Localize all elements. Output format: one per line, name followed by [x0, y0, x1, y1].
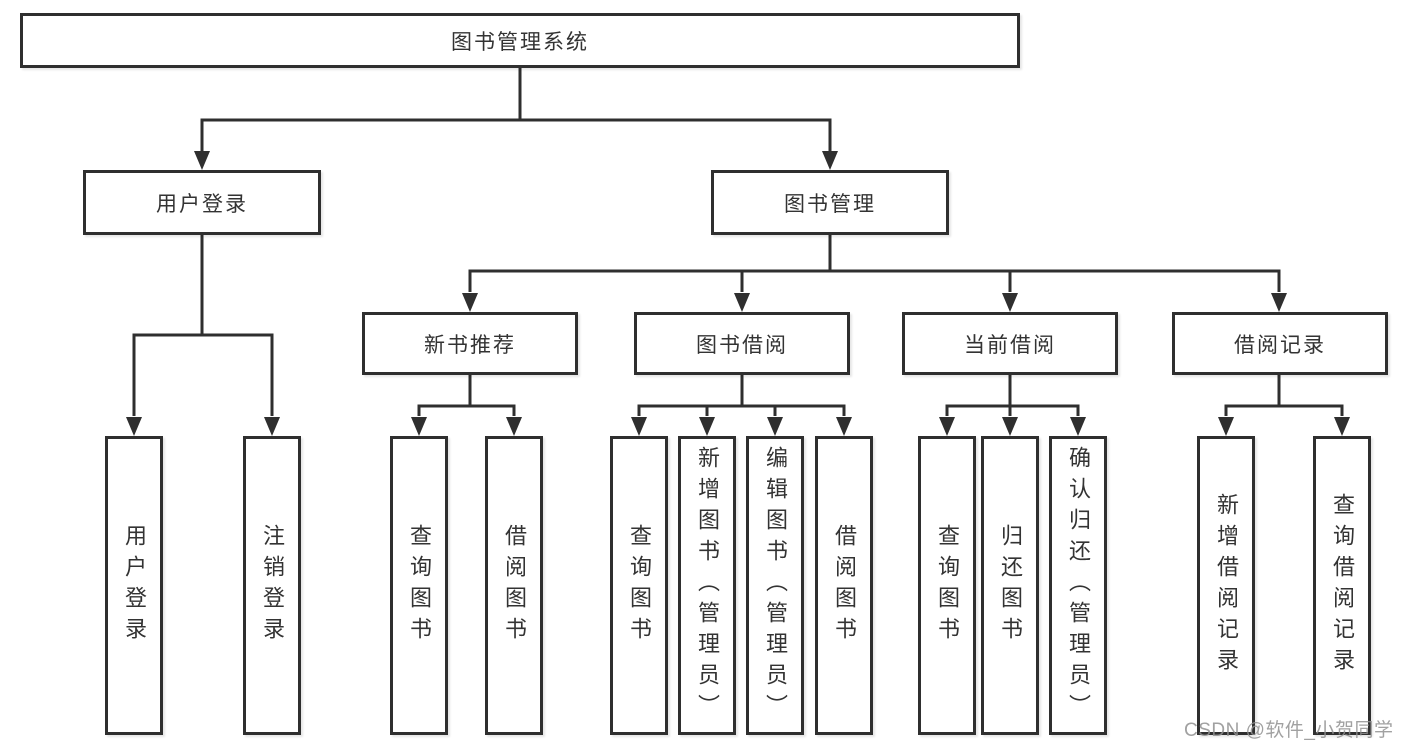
leaf-query-books-recommend-label: 查询图书 — [407, 523, 432, 648]
node-book-borrow: 图书借阅 — [634, 312, 850, 375]
leaf-logout: 注销登录 — [243, 436, 301, 735]
node-user-login-label: 用户登录 — [156, 192, 248, 216]
node-user-login: 用户登录 — [83, 170, 321, 235]
leaf-borrow-books-recommend: 借阅图书 — [485, 436, 543, 735]
leaf-return-books-label: 归还图书 — [998, 523, 1023, 648]
node-new-book-recommend: 新书推荐 — [362, 312, 578, 375]
node-new-book-recommend-label: 新书推荐 — [424, 333, 516, 357]
leaf-logout-label: 注销登录 — [260, 523, 285, 648]
node-current-borrow-label: 当前借阅 — [964, 333, 1056, 357]
leaf-query-borrow-record: 查询借阅记录 — [1313, 436, 1371, 735]
node-root: 图书管理系统 — [20, 13, 1020, 68]
leaf-edit-books-admin: 编辑图书（管理员） — [746, 436, 804, 735]
leaf-query-books-current-label: 查询图书 — [935, 523, 960, 648]
node-book-management: 图书管理 — [711, 170, 949, 235]
node-borrow-records: 借阅记录 — [1172, 312, 1388, 375]
csdn-watermark: CSDN @软件_小贺同学 — [1184, 720, 1394, 741]
node-book-management-label: 图书管理 — [784, 192, 876, 216]
leaf-add-borrow-record-label: 新增借阅记录 — [1214, 492, 1239, 679]
leaf-confirm-return-admin-label: 确认归还（管理员） — [1066, 446, 1091, 725]
node-root-label: 图书管理系统 — [451, 30, 589, 54]
leaf-confirm-return-admin: 确认归还（管理员） — [1049, 436, 1107, 735]
leaf-borrow-books: 借阅图书 — [815, 436, 873, 735]
leaf-add-books-admin-label: 新增图书（管理员） — [695, 446, 720, 725]
leaf-edit-books-admin-label: 编辑图书（管理员） — [763, 446, 788, 725]
leaf-borrow-books-label: 借阅图书 — [832, 523, 857, 648]
leaf-query-books-borrow: 查询图书 — [610, 436, 668, 735]
node-current-borrow: 当前借阅 — [902, 312, 1118, 375]
leaf-query-books-recommend: 查询图书 — [390, 436, 448, 735]
leaf-add-books-admin: 新增图书（管理员） — [678, 436, 736, 735]
node-book-borrow-label: 图书借阅 — [696, 333, 788, 357]
leaf-query-books-borrow-label: 查询图书 — [627, 523, 652, 648]
leaf-return-books: 归还图书 — [981, 436, 1039, 735]
leaf-query-borrow-record-label: 查询借阅记录 — [1330, 492, 1355, 679]
leaf-borrow-books-recommend-label: 借阅图书 — [502, 523, 527, 648]
leaf-query-books-current: 查询图书 — [918, 436, 976, 735]
leaf-user-login-label: 用户登录 — [122, 523, 147, 648]
leaf-add-borrow-record: 新增借阅记录 — [1197, 436, 1255, 735]
node-borrow-records-label: 借阅记录 — [1234, 333, 1326, 357]
leaf-user-login: 用户登录 — [105, 436, 163, 735]
